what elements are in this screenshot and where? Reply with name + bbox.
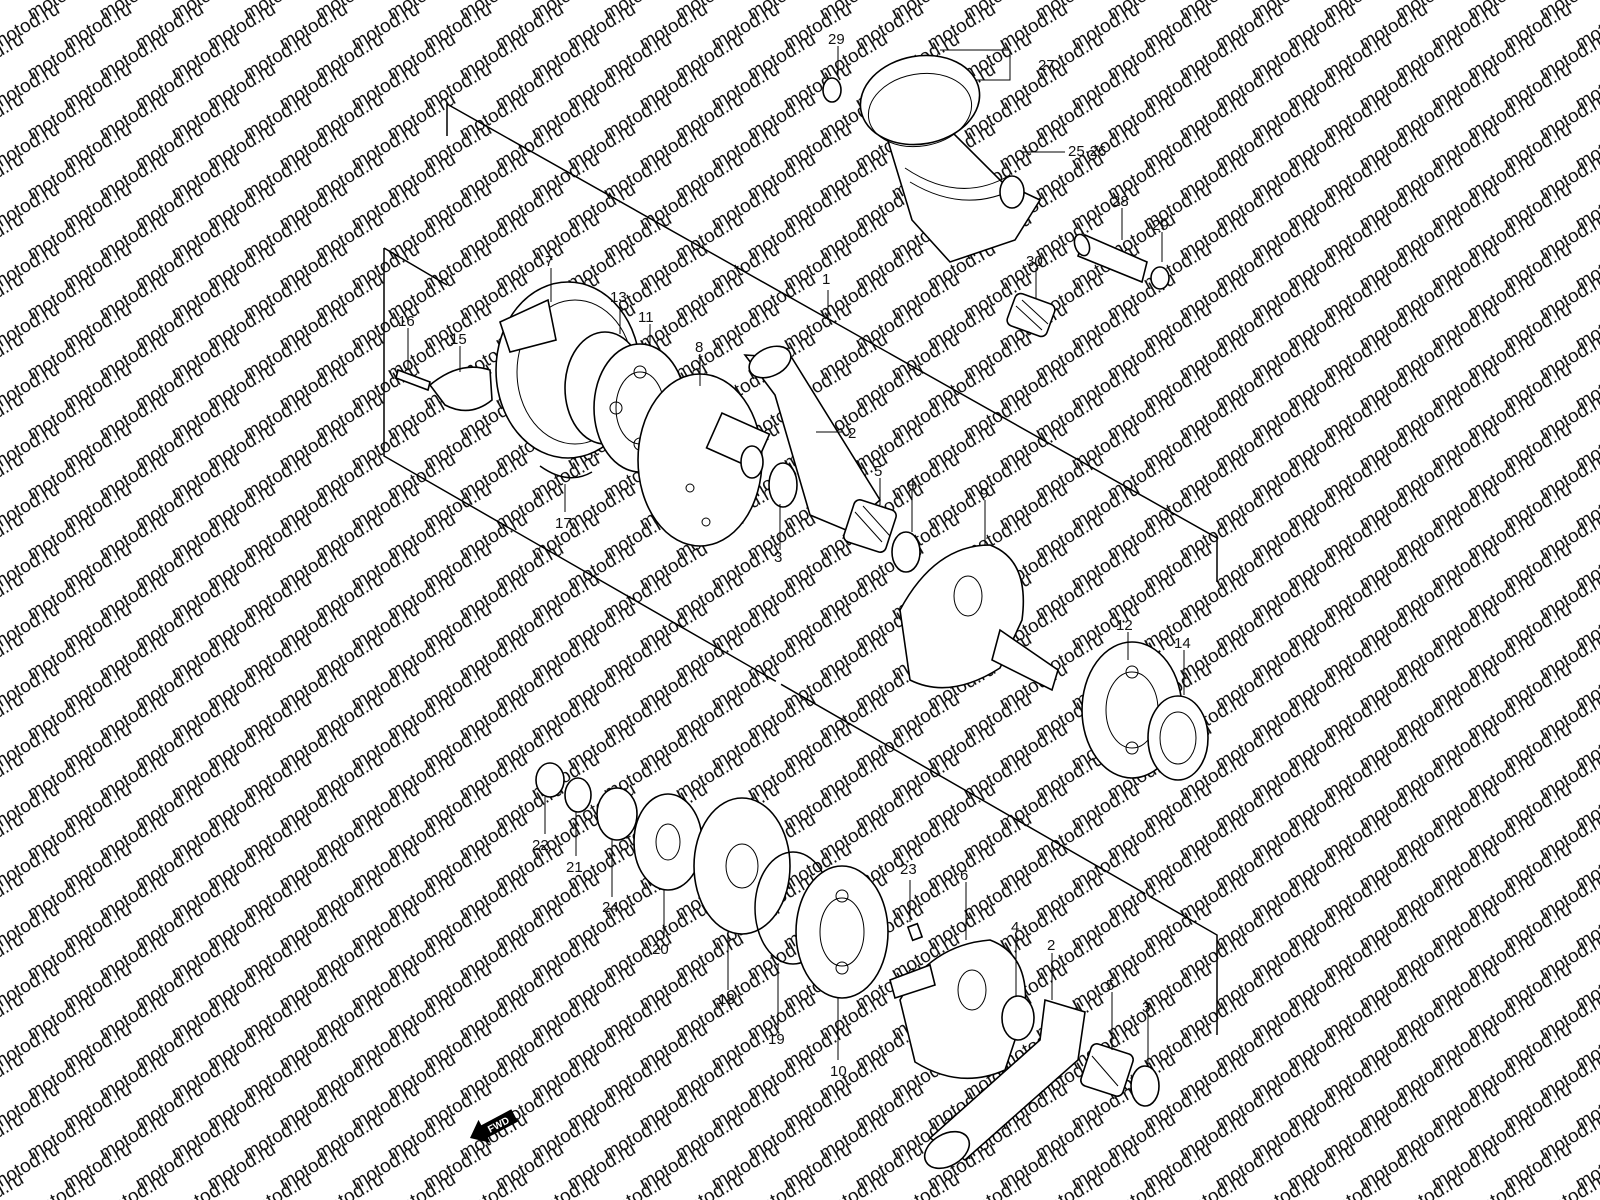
watermark-text: motod.ru	[456, 1169, 531, 1200]
callout-4-lower: 4	[1011, 919, 1019, 936]
callout-25-26: 25·26	[1068, 143, 1106, 160]
callout-12: 12	[1116, 617, 1133, 634]
callout-19: 19	[768, 1031, 785, 1048]
watermark-text: motod.ru	[528, 1169, 603, 1200]
callout-11: 11	[638, 309, 654, 326]
callout-29-top: 29	[828, 31, 845, 48]
circlip-top	[822, 77, 842, 103]
watermark-text: motod.ru	[960, 1169, 1035, 1200]
callout-15: 15	[450, 331, 467, 348]
watermark-text: motod.ru	[312, 1169, 387, 1200]
watermark-text: motod.ru	[24, 1169, 99, 1200]
drive-gear-small	[596, 787, 638, 841]
lock-washer	[564, 777, 592, 813]
watermark-text: motod.ru	[744, 1169, 819, 1200]
watermark-text: motod.ru	[1464, 1169, 1539, 1200]
piston-pin-bore	[999, 175, 1025, 209]
callout-6: 6	[960, 867, 968, 884]
watermark-text: motod.ru	[1032, 1169, 1107, 1200]
callout-4-upper: 4	[907, 475, 915, 492]
callout-13: 13	[610, 289, 627, 306]
watermark-text: motod.ru	[384, 1169, 459, 1200]
watermark-text: motod.ru	[1104, 1169, 1179, 1200]
washer-lower	[1001, 995, 1035, 1041]
callout-3-upper: 3	[774, 549, 782, 566]
callout-30: 30	[1026, 253, 1043, 270]
callout-9: 9	[980, 485, 988, 502]
watermark-text: motod.ru	[96, 1169, 171, 1200]
callout-2-lower: 2	[1047, 937, 1055, 954]
callout-24: 24	[602, 899, 619, 916]
watermark-text: motod.ru	[168, 1169, 243, 1200]
callout-3-lower: 3	[1142, 999, 1150, 1016]
watermark-text: motod.ru	[888, 1169, 963, 1200]
watermark-text: motod.ru	[816, 1169, 891, 1200]
callout-20: 20	[652, 941, 669, 958]
callout-18: 18	[718, 991, 735, 1008]
circlip-right	[1150, 266, 1170, 290]
primary-gear	[633, 793, 703, 891]
callout-1: 1	[822, 271, 830, 288]
primary-driven-gear	[693, 797, 791, 935]
callout-23: 23	[900, 861, 917, 878]
watermark-text: motod.ru	[672, 1169, 747, 1200]
callout-16: 16	[398, 313, 415, 330]
watermark-text: motod.ru	[1392, 1169, 1467, 1200]
thrust-washer-lower	[1130, 1065, 1160, 1107]
callout-27: 27	[1038, 57, 1055, 74]
thrust-washer-upper	[768, 462, 798, 508]
callout-21: 21	[566, 859, 583, 876]
washer-upper	[891, 531, 921, 573]
watermark-text: motod.ru	[1320, 1169, 1395, 1200]
callout-17: 17	[555, 515, 572, 532]
main-bearing-lower	[795, 865, 889, 999]
watermark-text: motod.ru	[600, 1169, 675, 1200]
callout-29-right: 29	[1152, 217, 1169, 234]
nut	[535, 762, 565, 798]
watermark-text: motod.ru	[240, 1169, 315, 1200]
callout-22: 22	[532, 837, 549, 854]
callout-14: 14	[1174, 635, 1191, 652]
callout-2-upper: 2	[848, 425, 856, 442]
callout-7: 7	[545, 253, 553, 270]
callout-28: 28	[1112, 193, 1129, 210]
watermark-text: motod.ru	[1248, 1169, 1323, 1200]
callout-8: 8	[695, 339, 703, 356]
watermark-text: motod.ru	[1176, 1169, 1251, 1200]
callout-5-lower: 5	[1106, 977, 1114, 994]
callout-5-upper: 5	[874, 463, 882, 480]
woodruff-key	[906, 922, 924, 942]
oil-seal-right	[1147, 695, 1209, 781]
callout-10: 10	[830, 1063, 847, 1080]
